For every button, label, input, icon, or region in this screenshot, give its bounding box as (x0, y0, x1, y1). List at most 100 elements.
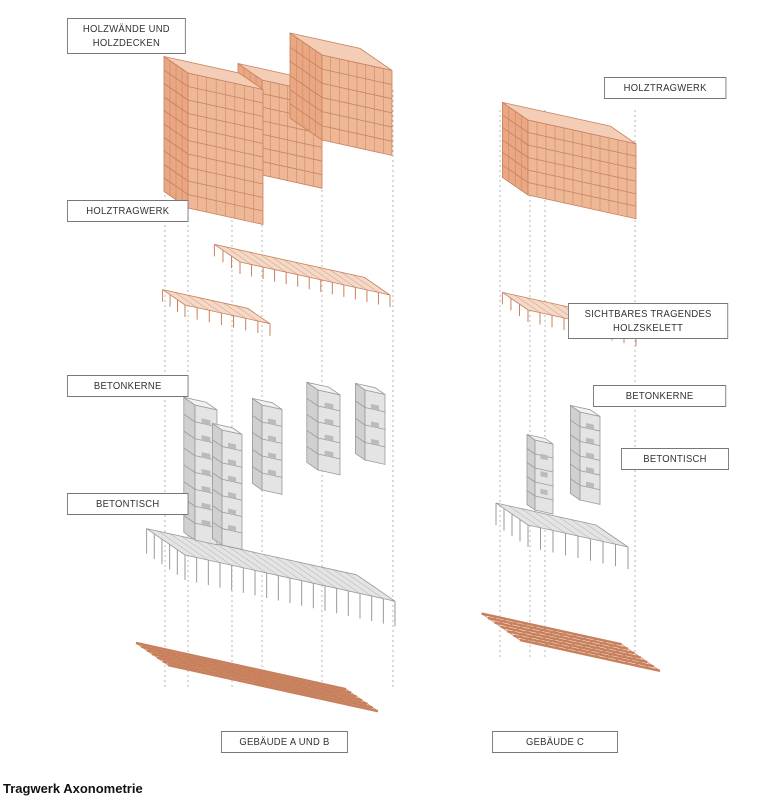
concrete-table-a-slab-beam (286, 559, 326, 586)
floor-plate-b-beam (260, 254, 287, 273)
concrete-core-b1-opening (268, 418, 276, 426)
label-betontisch-a: BETONTISCH (67, 493, 189, 515)
building-b-block-floor-line (289, 89, 323, 112)
floor-plate-b-beam (295, 262, 321, 280)
concrete-core-a2-floor-line (221, 511, 243, 517)
label-gebaeude-c: GEBÄUDE C (492, 731, 618, 753)
floor-plate-a-beam (211, 300, 234, 316)
concrete-core-a2-floor-line (212, 455, 223, 464)
concrete-core-a1-opening (201, 418, 211, 426)
concrete-core-a1-opening (201, 485, 211, 493)
concrete-core-a2-side (211, 422, 223, 546)
timber-grid-c-joist (521, 622, 561, 650)
concrete-core-b1-floor-line (261, 438, 283, 444)
concrete-core-a2-opening (228, 459, 236, 466)
building-a-tower-top (163, 56, 264, 90)
concrete-core-b1-floor-line (252, 449, 263, 457)
timber-grid-c-joist (611, 641, 651, 669)
concrete-core-b1-floor-line (252, 432, 263, 440)
label-holzwaende-holzdecken: HOLZWÄNDE UND HOLZDECKEN (67, 18, 186, 54)
concrete-table-a-slab-beam (321, 566, 361, 594)
concrete-core-b3-floor-line (355, 400, 366, 408)
concrete-core-a1-top (183, 396, 218, 411)
concrete-table-a-slab-beam (228, 546, 267, 574)
floor-plate-b-beam (318, 267, 344, 286)
concrete-table-a-slab-beam (239, 548, 279, 576)
label-betonkerne-a: BETONKERNE (67, 375, 189, 397)
concrete-core-b1-floor-line (252, 466, 263, 474)
concrete-core-b3-floor-line (355, 418, 366, 426)
timber-grid-c-joist (531, 624, 571, 652)
concrete-table-a-slab-beam (263, 554, 302, 581)
concrete-table-c-slab-beam (533, 511, 566, 534)
concrete-core-a1-opening (201, 519, 211, 527)
timber-grid-c-joist (591, 637, 631, 665)
floor-plate-b-beam (225, 246, 252, 265)
concrete-core-b2-opening (324, 402, 334, 410)
concrete-core-c1-opening (540, 453, 548, 461)
timber-grid-a-joist (165, 649, 199, 672)
concrete-core-a2-opening (228, 508, 236, 516)
concrete-table-a-slab-beam (169, 533, 209, 561)
concrete-core-b2-front (317, 389, 341, 476)
concrete-core-a2-floor-line (212, 472, 223, 480)
concrete-core-b1-top (252, 398, 283, 410)
timber-grid-a-joist (180, 652, 214, 676)
concrete-core-b2-opening (324, 418, 334, 426)
label-gebaeude-a-und-b: GEBÄUDE A UND B (221, 731, 348, 753)
floor-plate-b-beam (306, 264, 333, 283)
concrete-core-b1-front (261, 404, 283, 495)
concrete-core-c2-opening (586, 452, 594, 460)
timber-grid-c-joist (561, 630, 601, 658)
building-b-wing-floor-line (261, 133, 323, 148)
concrete-core-b1-floor-line (261, 421, 283, 427)
floor-plate-a-beam (223, 302, 246, 319)
concrete-core-a1-opening (201, 435, 211, 443)
timber-grid-c-joist (571, 633, 611, 661)
concrete-table-a-slab-beam (309, 564, 349, 592)
concrete-table-a-slab-beam (251, 551, 291, 579)
timber-grid-c-joist (541, 626, 581, 654)
concrete-core-c1-side (526, 433, 536, 511)
building-b-block-floor-line (289, 103, 323, 127)
floor-plate-b-beam (283, 259, 310, 278)
concrete-table-c-slab-beam (595, 524, 629, 548)
concrete-core-b2-opening (324, 434, 334, 442)
concrete-core-a1-floor-line (183, 447, 196, 456)
concrete-core-a1-opening (201, 452, 211, 460)
timber-grid-a-joist (330, 685, 364, 709)
floor-plate-a-beam (186, 294, 210, 311)
concrete-core-c2-floor-line (570, 478, 581, 486)
concrete-core-c2-opening (586, 466, 594, 474)
concrete-table-a-slab-beam (146, 528, 186, 556)
floor-plate-b-beam (364, 277, 391, 296)
floor-plate-c-beam (538, 300, 565, 319)
concrete-core-a1-floor-line (183, 481, 196, 490)
concrete-core-c2-opening (586, 481, 594, 489)
concrete-core-a2-floor-line (212, 488, 223, 497)
concrete-core-c2-opening (586, 437, 594, 445)
concrete-core-b1-floor-line (261, 472, 283, 478)
concrete-core-c2-opening (586, 422, 594, 430)
concrete-table-c-slab-beam (558, 516, 591, 539)
timber-grid-a-joist (225, 662, 259, 686)
concrete-core-a2-opening (228, 475, 236, 483)
floor-plate-a-beam (174, 292, 198, 308)
concrete-core-b2-opening (324, 450, 334, 458)
timber-grid-a-joist (195, 655, 229, 679)
concrete-core-a2-top (212, 423, 243, 435)
concrete-table-a-slab-beam (356, 574, 396, 602)
timber-grid-a-joist (315, 682, 349, 705)
concrete-table-c-slab-beam (508, 505, 541, 528)
concrete-core-c1-floor-line (526, 462, 536, 469)
concrete-core-c1-floor-line (526, 490, 536, 497)
concrete-table-a-slab-beam (298, 561, 337, 589)
concrete-core-b3-floor-line (355, 435, 366, 443)
concrete-core-b2-top (306, 381, 341, 396)
timber-grid-a-joist (135, 642, 169, 666)
concrete-core-a1-floor-line (183, 515, 196, 524)
label-line: HOLZSKELETT (613, 322, 684, 334)
concrete-core-c1-floor-line (526, 448, 536, 455)
concrete-core-b1-floor-line (261, 455, 283, 461)
concrete-core-b2-floor-line (306, 445, 319, 455)
